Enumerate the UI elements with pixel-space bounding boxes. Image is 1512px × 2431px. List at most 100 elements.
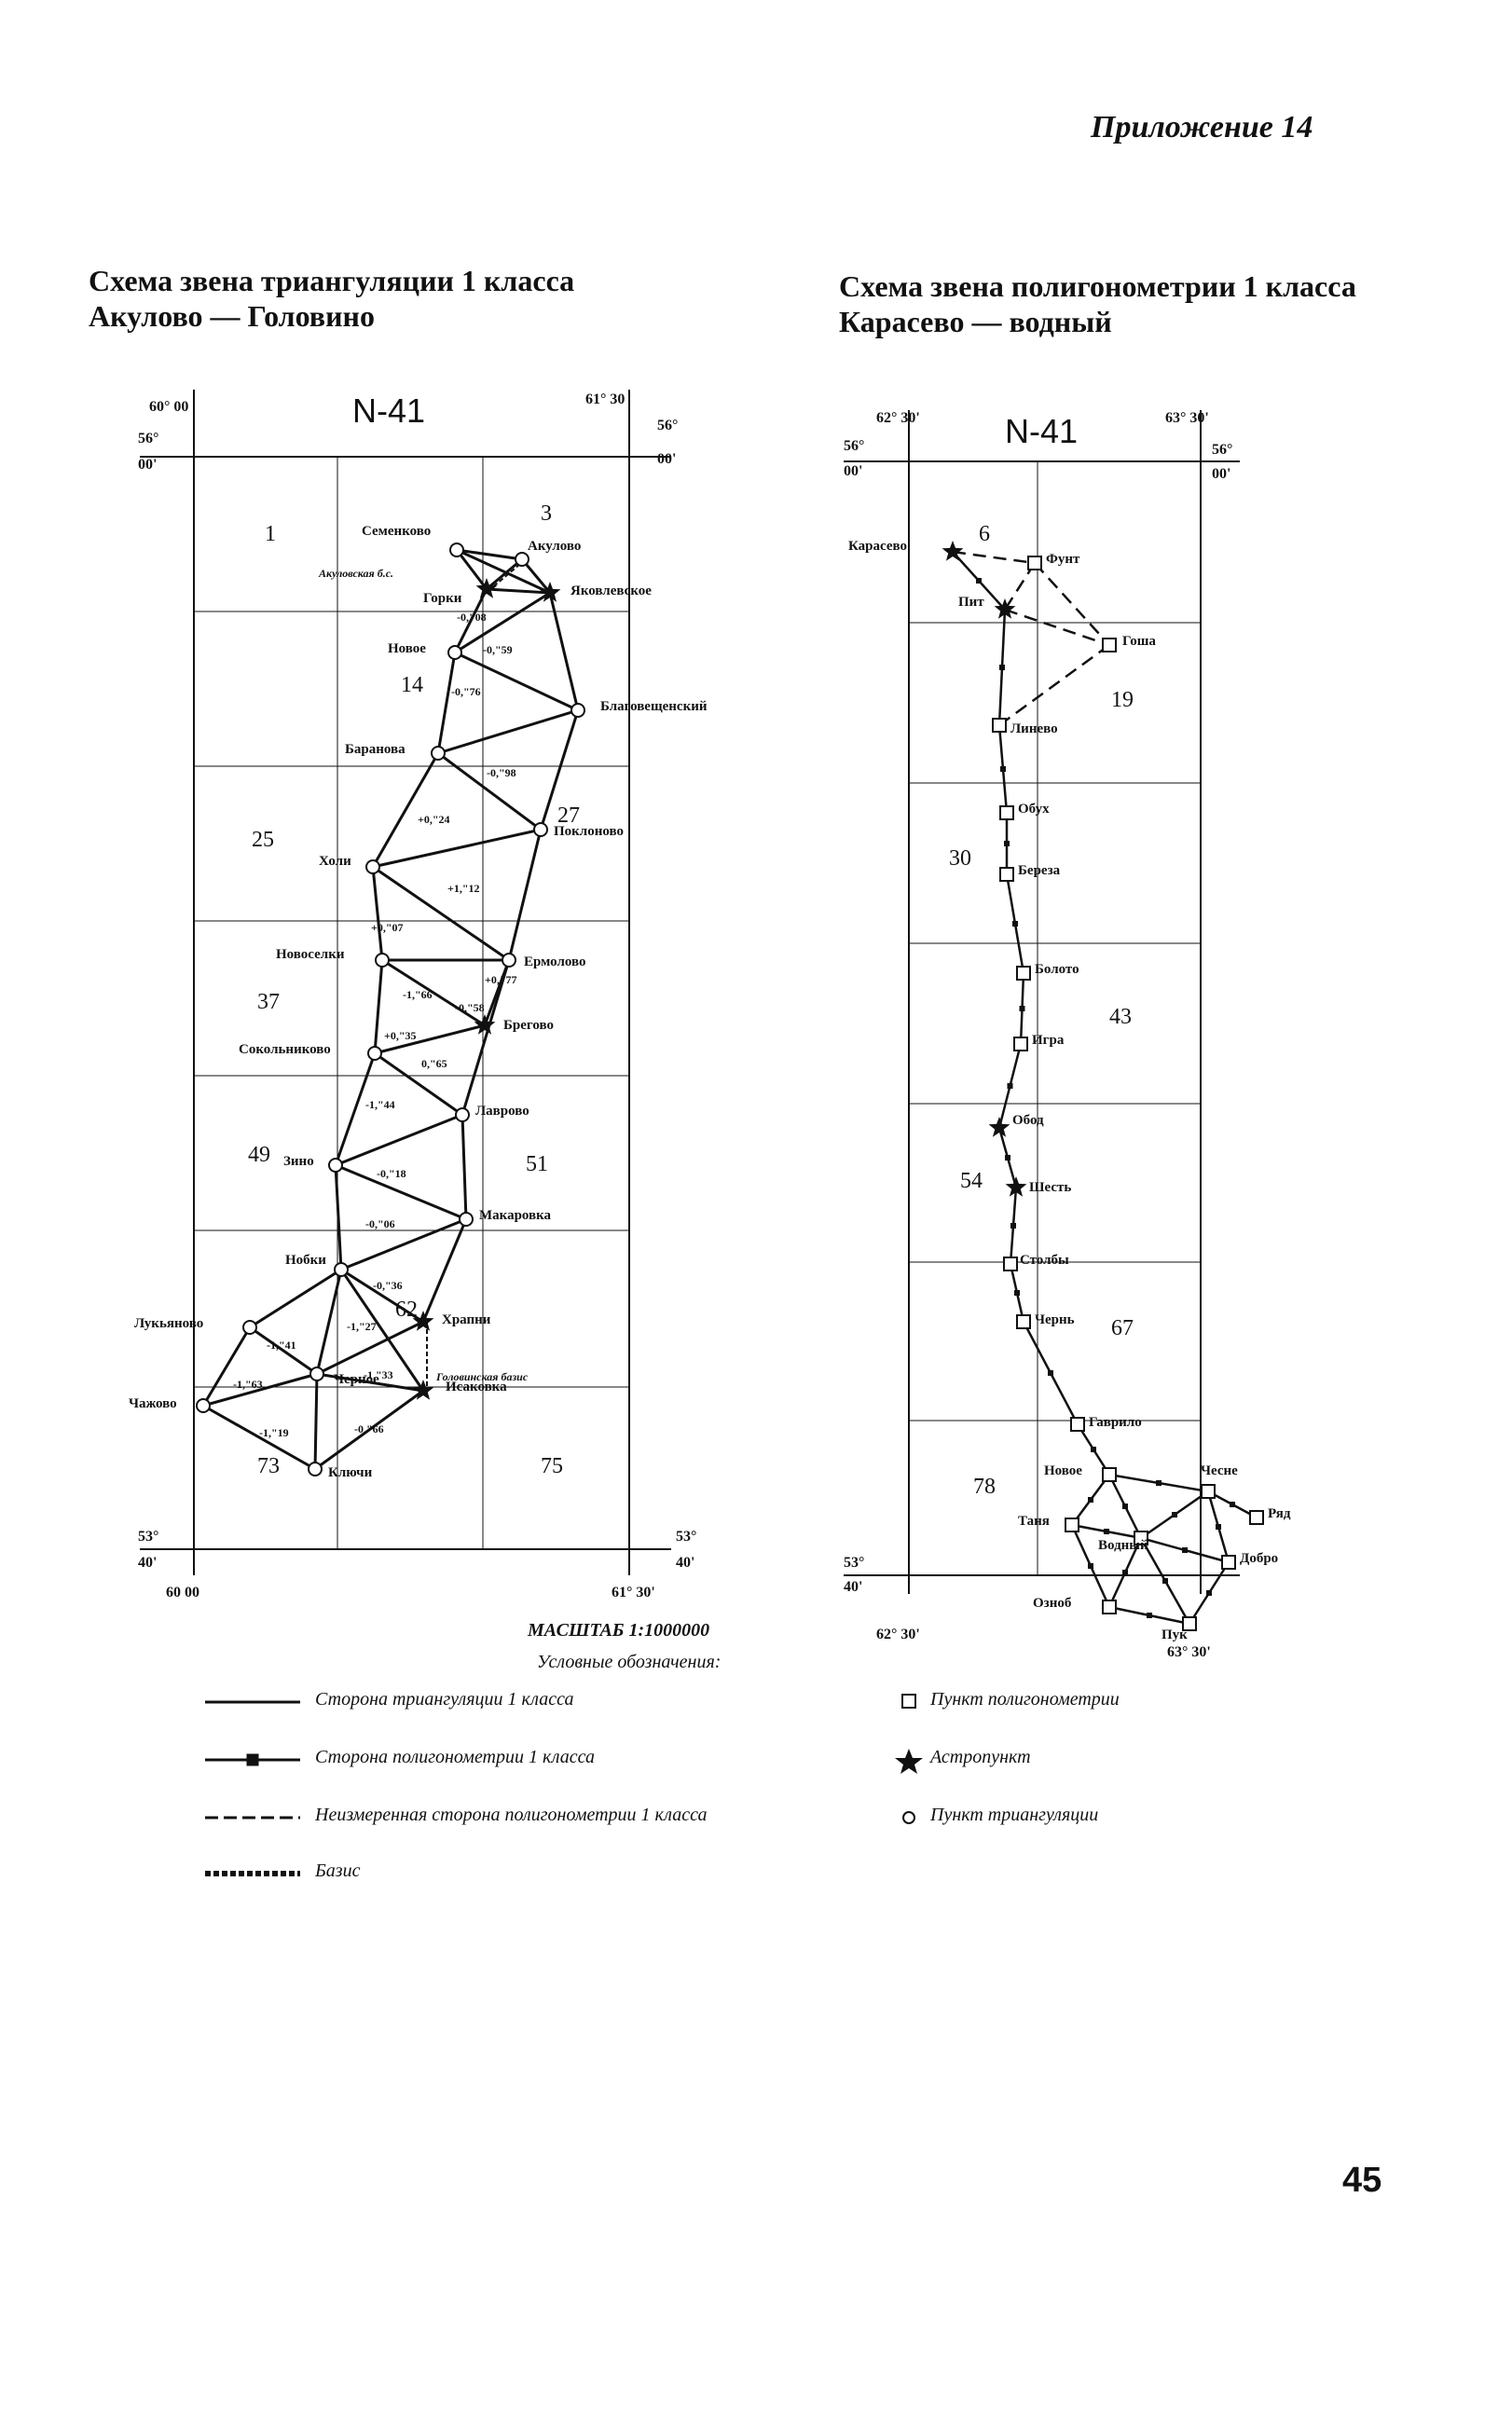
triangulation-point-icon	[570, 703, 585, 718]
side-tick	[1004, 841, 1010, 846]
polygonometry-point-label: Игра	[1032, 1033, 1065, 1048]
side-tick	[999, 665, 1005, 670]
left-cell-3: 3	[541, 501, 552, 526]
polygonometry-point-icon	[1134, 1531, 1148, 1545]
triangulation-side	[381, 958, 486, 1027]
polygonometry-point-icon	[1249, 1510, 1264, 1525]
legend-triangulation-side: Сторона триангуляции 1 класса	[315, 1689, 574, 1710]
triangulation-side	[314, 1389, 424, 1471]
misclosure-label: -1,"41	[267, 1339, 296, 1352]
polygonometry-point-label: Таня	[1018, 1514, 1050, 1529]
triangulation-point-icon	[365, 859, 380, 874]
triangulation-side	[460, 1114, 468, 1220]
side-tick	[1091, 1447, 1096, 1452]
akulovo-base-label: Акуловская б.с.	[319, 567, 394, 580]
right-cell-43: 43	[1109, 1005, 1132, 1029]
triangulation-point-icon	[367, 1046, 382, 1061]
astro-point-icon	[474, 1014, 496, 1035]
side-tick	[1230, 1502, 1235, 1507]
left-tr-lat: 56°	[657, 418, 679, 433]
left-scheme-title: Схема звена триангуляции 1 класса Акулов…	[89, 264, 575, 333]
right-cell-54: 54	[960, 1169, 983, 1193]
triangulation-side	[437, 708, 579, 755]
polygonometry-point-label: Чернь	[1035, 1312, 1075, 1327]
polygonometry-point-icon	[992, 718, 1007, 733]
golovino-base-label: Головинская базис	[436, 1370, 529, 1383]
triangulation-point-icon	[308, 1462, 323, 1476]
left-cell-49: 49	[248, 1143, 270, 1167]
left-cell-25: 25	[252, 828, 274, 852]
polygonometry-point-icon	[1221, 1555, 1236, 1570]
triangulation-point-label: Благовещенский	[600, 699, 708, 714]
triangulation-side	[315, 1269, 343, 1375]
left-tl-lon: 60° 00	[149, 399, 189, 415]
polygonometry-point-icon	[1102, 1600, 1117, 1614]
triangulation-side	[456, 548, 551, 595]
triangulation-side	[548, 592, 580, 711]
triangulation-side	[486, 587, 551, 595]
triangulation-point-label: Лукьяново	[134, 1316, 204, 1331]
astro-point-icon	[412, 1311, 434, 1331]
polygonometry-point-label: Гоша	[1122, 634, 1156, 649]
triangulation-side	[453, 588, 488, 653]
scale-label: МАСШТАБ 1:1000000	[528, 1620, 709, 1641]
triangulation-point-label: Акулово	[528, 539, 582, 554]
scale-value: 1:1000000	[628, 1620, 710, 1641]
astro-point-icon	[1005, 1176, 1027, 1197]
side-tick	[1014, 1290, 1020, 1296]
triangulation-side	[371, 866, 384, 961]
triangulation-side	[371, 752, 440, 868]
polygonometry-point-icon	[1070, 1417, 1085, 1432]
side-tick	[1010, 1223, 1016, 1229]
right-tl-lon: 62° 30'	[876, 410, 920, 426]
triangulation-side	[340, 1268, 424, 1324]
side-tick	[1048, 1370, 1053, 1376]
polygonometry-point-label: Гаврило	[1089, 1415, 1142, 1430]
right-tl-lat: 56°	[844, 438, 865, 454]
triangulation-point-icon	[449, 543, 464, 557]
side-tick	[1122, 1504, 1128, 1509]
triangulation-point-icon	[431, 746, 446, 761]
left-bl-lat: 53°	[138, 1529, 159, 1545]
side-tick	[1122, 1570, 1128, 1575]
misclosure-label: -0,"36	[373, 1279, 403, 1292]
triangulation-point-label: Горки	[423, 591, 462, 606]
left-cell-37: 37	[257, 990, 280, 1014]
legend-polygonometry-point: Пункт полигонометрии	[930, 1689, 1120, 1710]
triangulation-point-icon	[309, 1367, 324, 1381]
triangulation-side	[201, 1326, 252, 1407]
polygonometry-point-label: Столбы	[1020, 1253, 1069, 1268]
triangulation-side	[202, 1372, 318, 1408]
polygonometry-point-label: Озноб	[1033, 1596, 1072, 1611]
misclosure-label: -1,"66	[403, 988, 433, 1001]
side-tick	[1019, 1006, 1025, 1011]
triangulation-side	[421, 1218, 468, 1323]
triangulation-point-label: Черное	[334, 1372, 379, 1387]
polygonometry-points	[942, 541, 1264, 1631]
misclosure-label: -1,"33	[364, 1368, 393, 1381]
polygonometry-point-icon	[1003, 1257, 1018, 1271]
left-cell-27: 27	[557, 803, 580, 828]
page-number: 45	[1342, 2161, 1382, 2200]
misclosure-label: -0,"66	[354, 1422, 384, 1435]
legend-symbols	[895, 1694, 923, 1824]
polygonometry-point-icon	[1065, 1518, 1079, 1532]
right-bl-lat2: 40'	[844, 1579, 863, 1595]
triangulation-point-label: Сокольниково	[239, 1042, 331, 1057]
astro-point-icon	[412, 1380, 434, 1400]
triangulation-side	[486, 557, 523, 591]
polygonometry-point-icon	[1013, 1037, 1028, 1051]
side-tick	[1088, 1563, 1093, 1569]
triangulation-point-label: Семенково	[362, 524, 432, 539]
triangulation-point-icon	[515, 552, 529, 567]
left-bl-lat2: 40'	[138, 1555, 158, 1571]
polygonometry-point-label: Чесне	[1201, 1463, 1238, 1478]
triangulation-point-label: Храпни	[442, 1312, 491, 1327]
triangulation-side	[437, 751, 542, 831]
triangulation-point-label: Исаковка	[446, 1380, 507, 1394]
right-tr-lat2: 00'	[1212, 466, 1231, 482]
right-cell-30: 30	[949, 846, 971, 871]
polygonometry-point-icon	[1201, 1484, 1216, 1499]
triangulation-point-label: Ключи	[328, 1465, 373, 1480]
